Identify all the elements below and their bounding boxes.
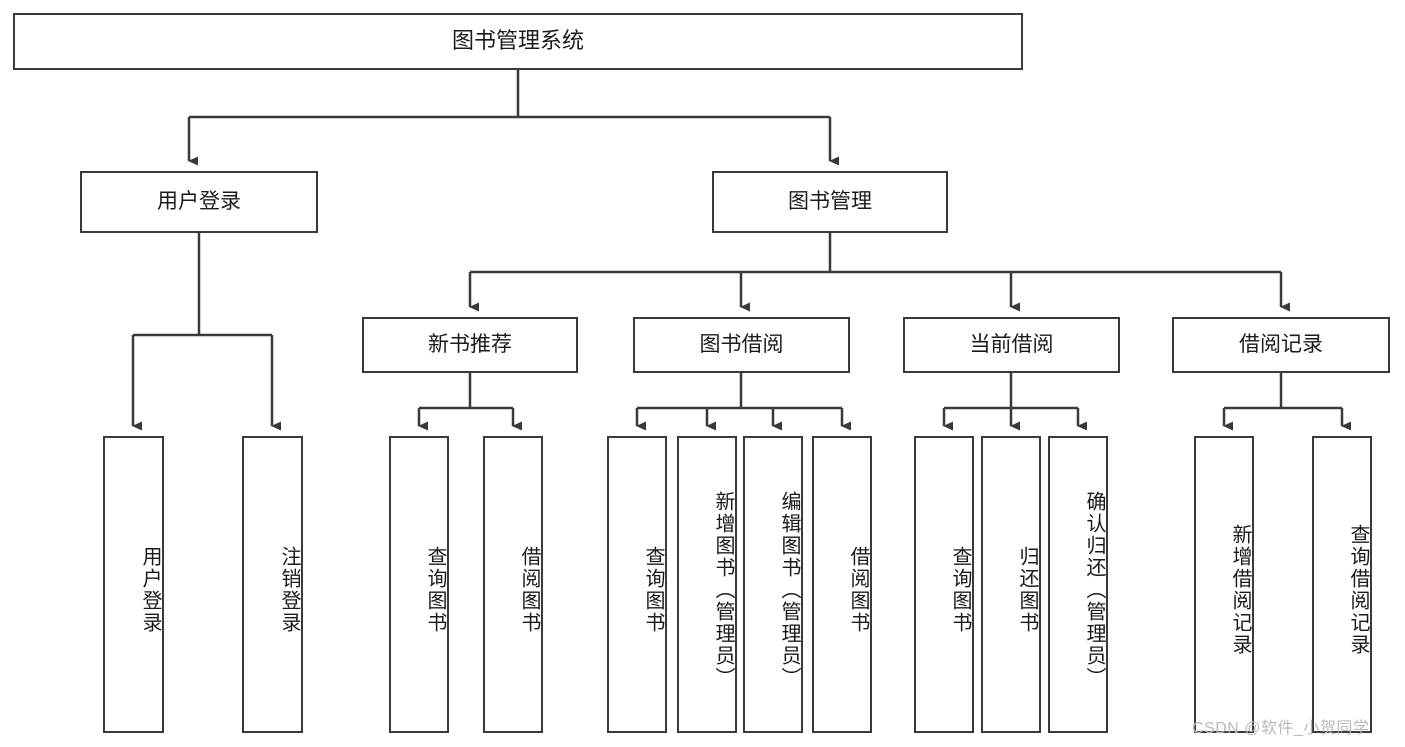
node-label: 图书管理系统 [451, 28, 584, 54]
leaf-user-login[interactable]: 用户登录 [103, 436, 164, 733]
node-label: 编辑图书（管理员） [778, 490, 800, 689]
leaf-query-book-current[interactable]: 查询图书 [914, 436, 974, 733]
node-label: 图书管理 [788, 190, 872, 214]
leaf-return-book[interactable]: 归还图书 [981, 436, 1041, 733]
leaf-logout[interactable]: 注销登录 [242, 436, 303, 733]
csdn-watermark: CSDN @软件_小贺同学 [1192, 720, 1370, 737]
leaf-borrow-book[interactable]: 借阅图书 [812, 436, 872, 733]
node-user-login[interactable]: 用户登录 [80, 171, 318, 233]
node-label: 新书推荐 [428, 333, 512, 357]
node-label: 新增借阅记录 [1229, 523, 1251, 656]
node-label: 查询图书 [642, 545, 664, 634]
leaf-query-book-borrow[interactable]: 查询图书 [607, 436, 667, 733]
node-label: 新增图书（管理员） [712, 490, 734, 689]
node-book-borrow[interactable]: 图书借阅 [633, 317, 850, 373]
node-label: 查询借阅记录 [1347, 523, 1369, 656]
node-label: 查询图书 [949, 545, 971, 634]
node-label: 查询图书 [424, 545, 446, 634]
leaf-query-book-recommendation[interactable]: 查询图书 [389, 436, 449, 733]
node-label: 用户登录 [139, 545, 161, 634]
node-root-system[interactable]: 图书管理系统 [13, 13, 1023, 70]
node-label: 用户登录 [157, 190, 241, 214]
node-label: 当前借阅 [969, 333, 1054, 357]
leaf-add-borrow-record[interactable]: 新增借阅记录 [1194, 436, 1254, 733]
node-label: 借阅图书 [518, 545, 540, 634]
leaf-borrow-book-recommendation[interactable]: 借阅图书 [483, 436, 543, 733]
node-borrow-record[interactable]: 借阅记录 [1172, 317, 1390, 373]
node-new-book-recommendation[interactable]: 新书推荐 [362, 317, 578, 373]
node-label: 注销登录 [278, 545, 300, 634]
node-label: 借阅记录 [1239, 333, 1323, 357]
node-label: 归还图书 [1016, 545, 1038, 634]
node-book-management[interactable]: 图书管理 [712, 171, 948, 233]
leaf-add-book-admin[interactable]: 新增图书（管理员） [677, 436, 737, 733]
leaf-confirm-return-admin[interactable]: 确认归还（管理员） [1048, 436, 1108, 733]
node-current-borrow[interactable]: 当前借阅 [903, 317, 1120, 373]
node-label: 确认归还（管理员） [1083, 490, 1105, 689]
leaf-edit-book-admin[interactable]: 编辑图书（管理员） [743, 436, 803, 733]
leaf-query-borrow-record[interactable]: 查询借阅记录 [1312, 436, 1372, 733]
node-label: 借阅图书 [847, 545, 869, 634]
node-label: 图书借阅 [699, 333, 784, 357]
